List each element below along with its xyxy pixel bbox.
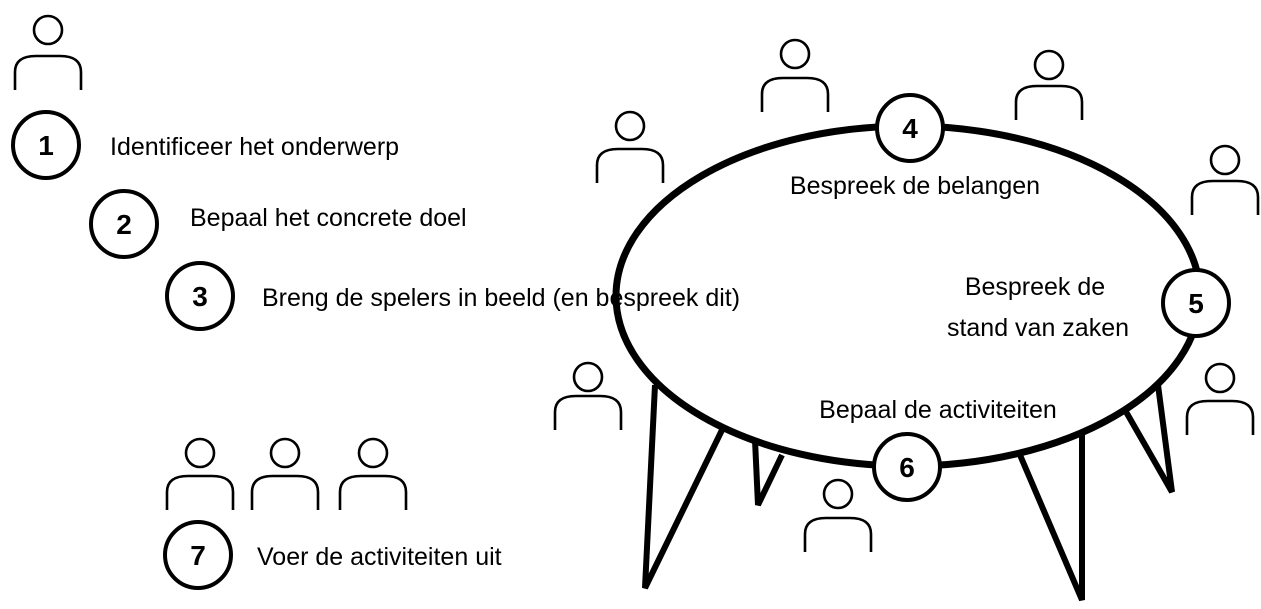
step-1-badge [11,110,81,180]
table-leg-back-right [1122,384,1175,494]
table-leg-back-left [752,439,785,507]
table-leg-front-right [1017,430,1085,602]
person-icon-group-1 [165,437,235,510]
person-icon-table-2 [760,38,830,112]
person-icon-table-1 [595,110,665,183]
step-4-number: 4 [902,113,918,144]
step-6-number: 6 [899,452,915,483]
step-5-label-line-1: Bespreek de [965,273,1105,301]
step-2-badge [89,189,159,259]
step-7-badge [163,520,233,590]
step-3-badge [165,261,235,331]
person-icon-table-6 [1185,362,1255,435]
step-1-number: 1 [38,130,54,161]
step-6-label: Bepaal de activiteiten [819,396,1057,424]
step-1-label: Identificeer het onderwerp [110,133,399,161]
step-4-badge [875,93,945,163]
step-5-number: 5 [1188,288,1204,319]
person-icon-group-3 [338,437,408,510]
step-5-label-line-2: stand van zaken [947,314,1129,342]
person-icon-table-4 [1190,144,1260,215]
step-7-number: 7 [190,540,206,571]
step-6: 6 Bepaal de activiteiten [819,396,1057,502]
step-1: 1 Identificeer het onderwerp [11,110,399,180]
person-icon-group-2 [250,437,320,510]
person-icon-table-5 [553,361,623,430]
person-icon-top-left [13,14,83,90]
person-icon-table-3 [1014,49,1084,120]
table-leg-front-left [642,384,725,590]
step-3-number: 3 [192,281,208,312]
step-2-number: 2 [116,209,132,240]
step-4: 4 Bespreek de belangen [790,93,1040,200]
step-7-label: Voer de activiteiten uit [257,543,502,571]
step-2: 2 Bepaal het concrete doel [89,189,467,259]
step-4-label: Bespreek de belangen [790,172,1040,200]
table-legs [642,384,1175,602]
step-2-label: Bepaal het concrete doel [190,204,467,232]
step-7: 7 Voer de activiteiten uit [163,520,502,590]
step-6-badge [872,432,942,502]
step-5-badge [1161,268,1231,338]
step-5: 5 Bespreek de stand van zaken [947,268,1231,342]
person-icon-table-7 [803,478,873,552]
step-3-label: Breng de spelers in beeld (en bespreek d… [262,284,740,312]
step-3: 3 Breng de spelers in beeld (en bespreek… [165,261,740,331]
